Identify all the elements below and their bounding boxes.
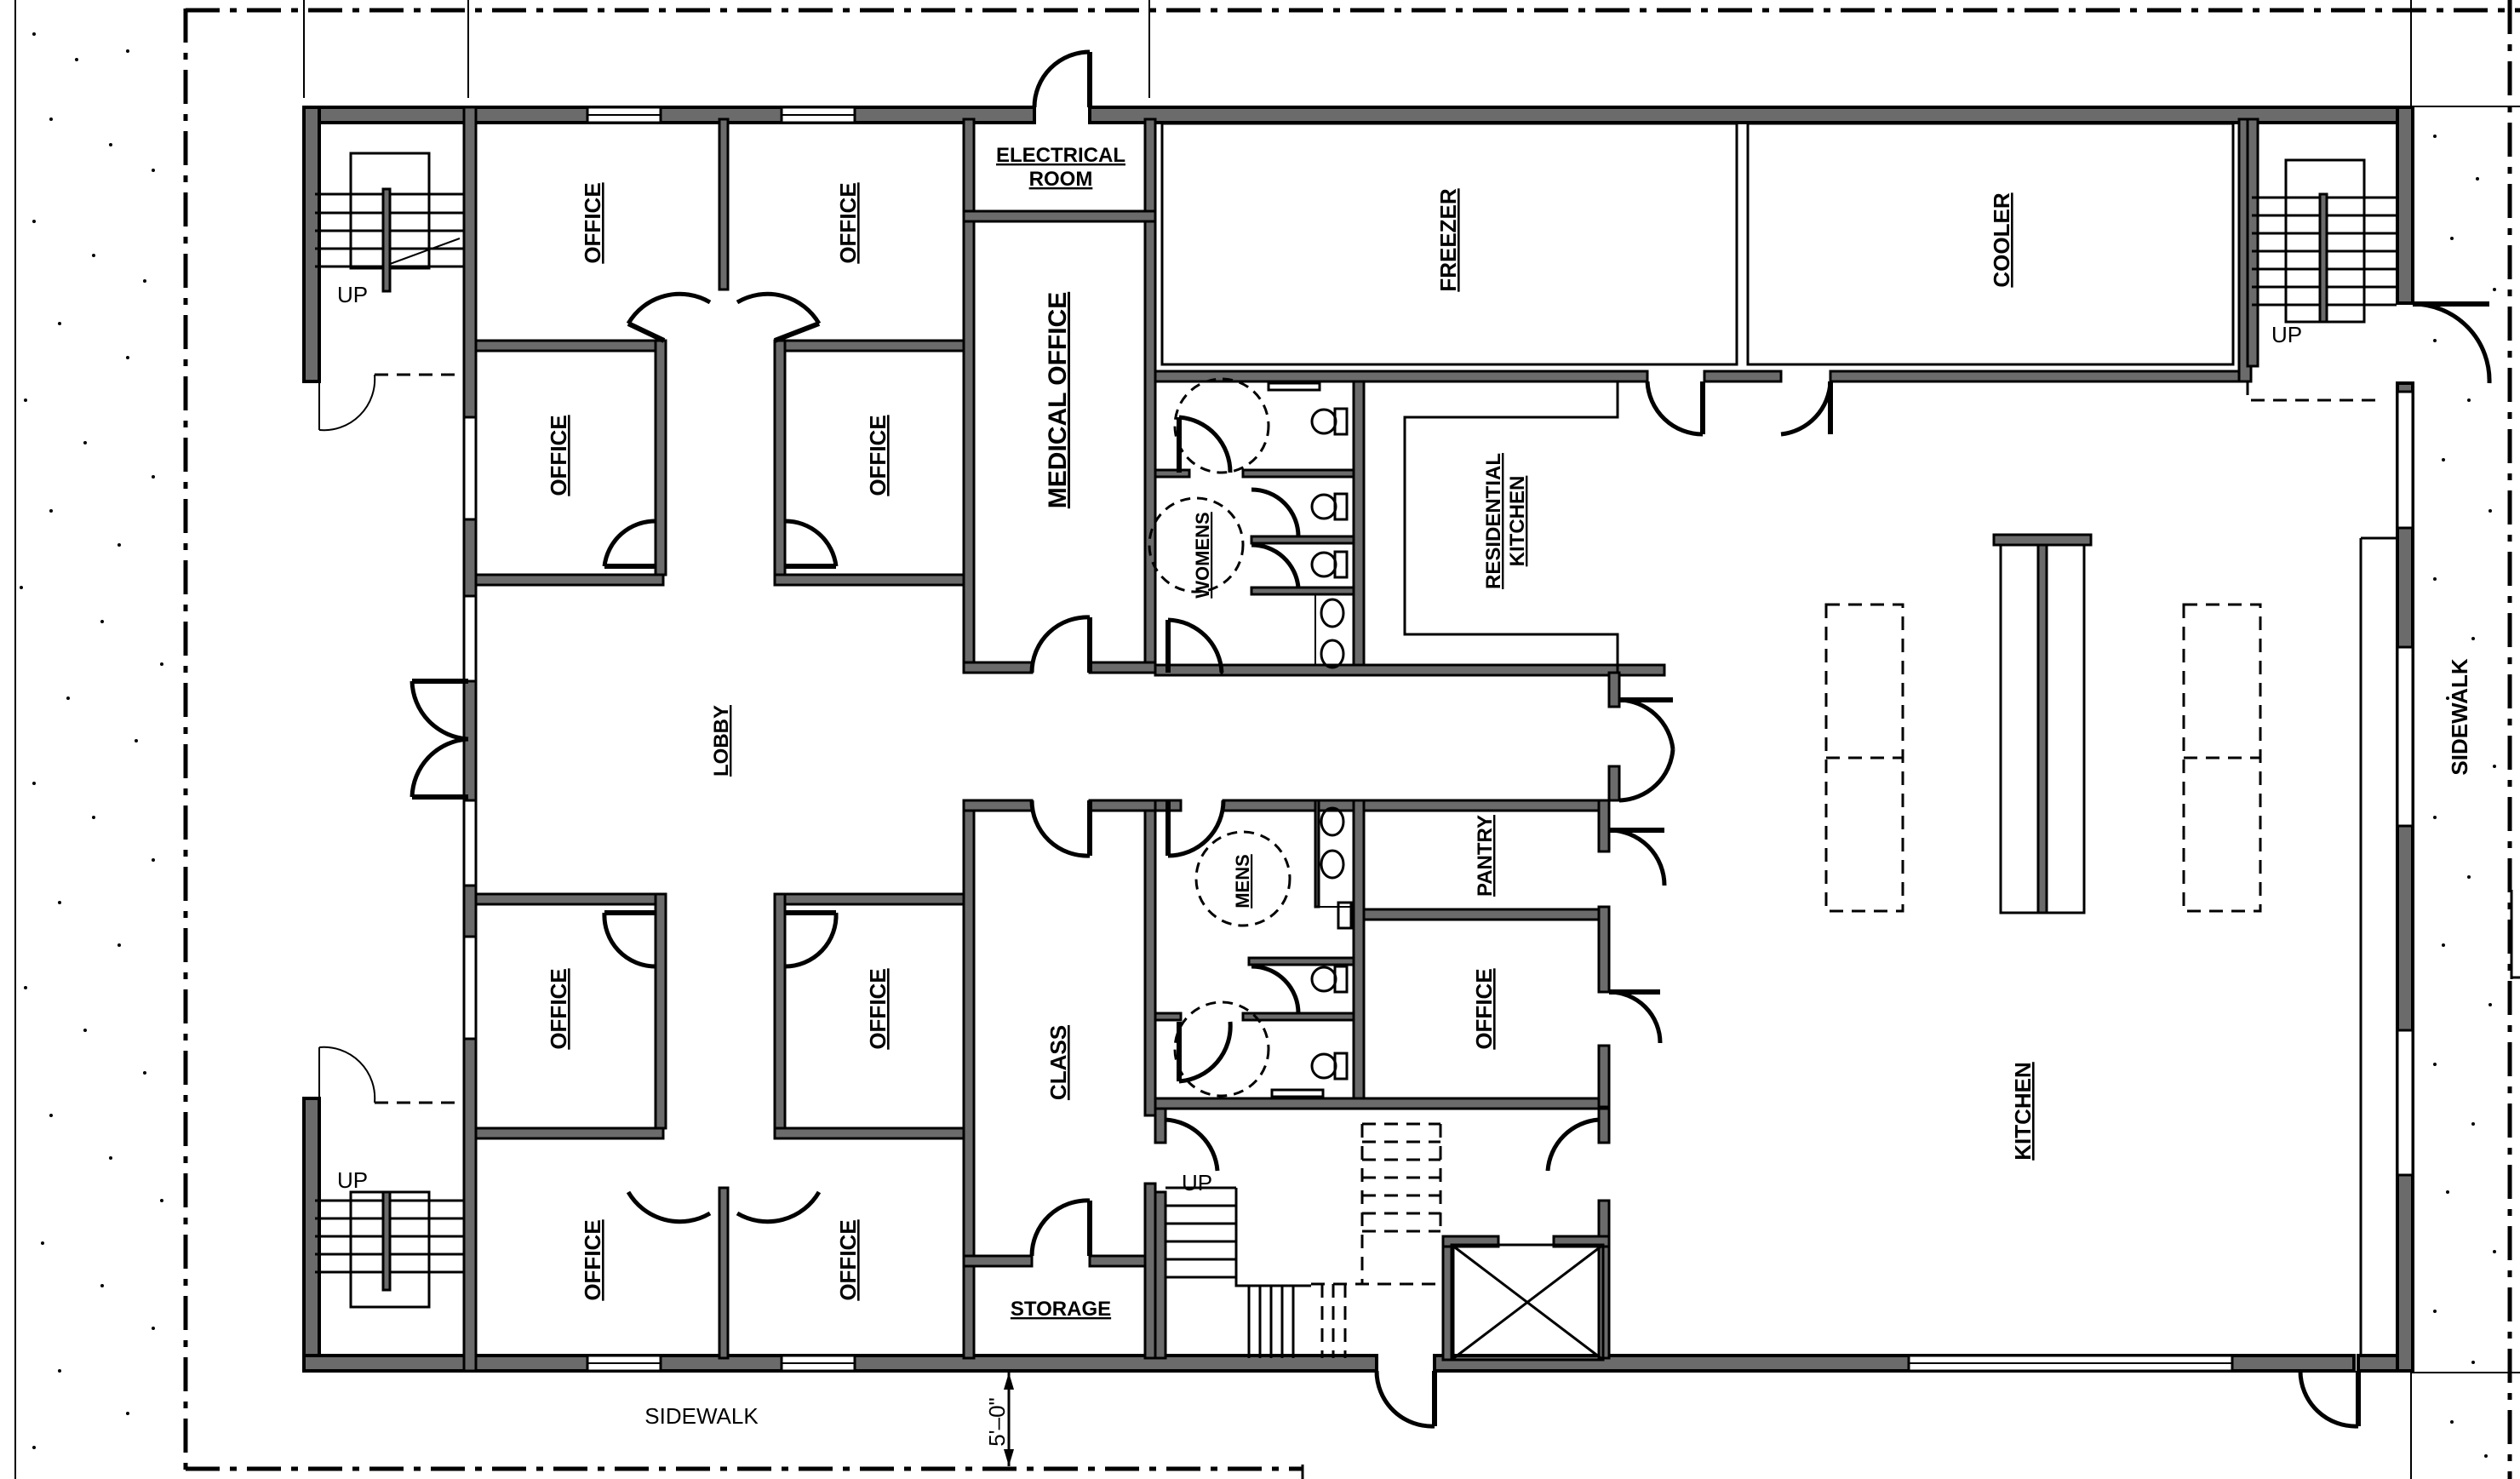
label-kitchen: KITCHEN — [2010, 1062, 2036, 1161]
stair-sw — [315, 1190, 464, 1309]
stair-labels: UP UP UP UP — [337, 282, 2302, 1195]
label-lobby: LOBBY — [710, 705, 733, 777]
label-medical-office: MEDICAL OFFICE — [1044, 292, 1072, 508]
label-office-s1: OFFICE — [580, 1219, 605, 1300]
interior-walls — [474, 118, 2397, 1361]
label-sidewalk-east: SIDEWALK — [2447, 658, 2472, 775]
label-storage: STORAGE — [1011, 1298, 1111, 1321]
stair-nw — [315, 152, 464, 293]
label-office-w1: OFFICE — [546, 415, 571, 496]
label-mens: MENS — [1232, 854, 1253, 909]
label-up-center: UP — [1182, 1170, 1212, 1195]
label-pantry: PANTRY — [1474, 815, 1497, 897]
label-residential-kitchen-2: KITCHEN — [1506, 476, 1529, 567]
label-office-sw2: OFFICE — [865, 968, 891, 1049]
stair-center — [1166, 1122, 1442, 1358]
dimension-sidewalk-width: 5'–0" — [984, 1397, 1010, 1447]
windows — [462, 106, 2414, 1373]
label-sidewalk-south: SIDEWALK — [644, 1403, 759, 1429]
label-up-ne: UP — [2271, 322, 2302, 347]
label-cooler: COOLER — [1989, 192, 2014, 287]
label-office-nw1: OFFICE — [580, 182, 605, 263]
label-office-s2: OFFICE — [835, 1219, 861, 1300]
concrete-stipple-east — [2433, 135, 2496, 1458]
doors — [318, 49, 2492, 1429]
site-lines — [14, 0, 2520, 1479]
label-residential-kitchen-1: RESIDENTIAL — [1482, 453, 1505, 589]
plumbing-fixtures — [1148, 377, 1353, 1098]
site-labels: SIDEWALK SIDEWALK 5'–0" — [644, 658, 2472, 1466]
label-office-nw2: OFFICE — [835, 182, 861, 263]
label-class: CLASS — [1045, 1025, 1071, 1100]
label-electrical-room-2: ROOM — [1029, 168, 1093, 191]
label-freezer: FREEZER — [1435, 188, 1461, 292]
stair-ne — [2252, 158, 2397, 324]
label-womens: WOMENS — [1192, 512, 1213, 598]
exterior-walls — [302, 106, 2414, 1373]
label-electrical-room-1: ELECTRICAL — [996, 144, 1125, 167]
label-office-east: OFFICE — [1471, 968, 1497, 1049]
label-up-sw: UP — [337, 1167, 368, 1193]
room-labels: OFFICE OFFICE OFFICE OFFICE OFFICE OFFIC… — [546, 144, 2036, 1321]
label-up-nw: UP — [337, 282, 368, 307]
kitchen-equipment — [1824, 533, 2262, 914]
concrete-stipple-west — [20, 32, 163, 1449]
label-office-sw1: OFFICE — [546, 968, 571, 1049]
label-office-w2: OFFICE — [865, 415, 891, 496]
